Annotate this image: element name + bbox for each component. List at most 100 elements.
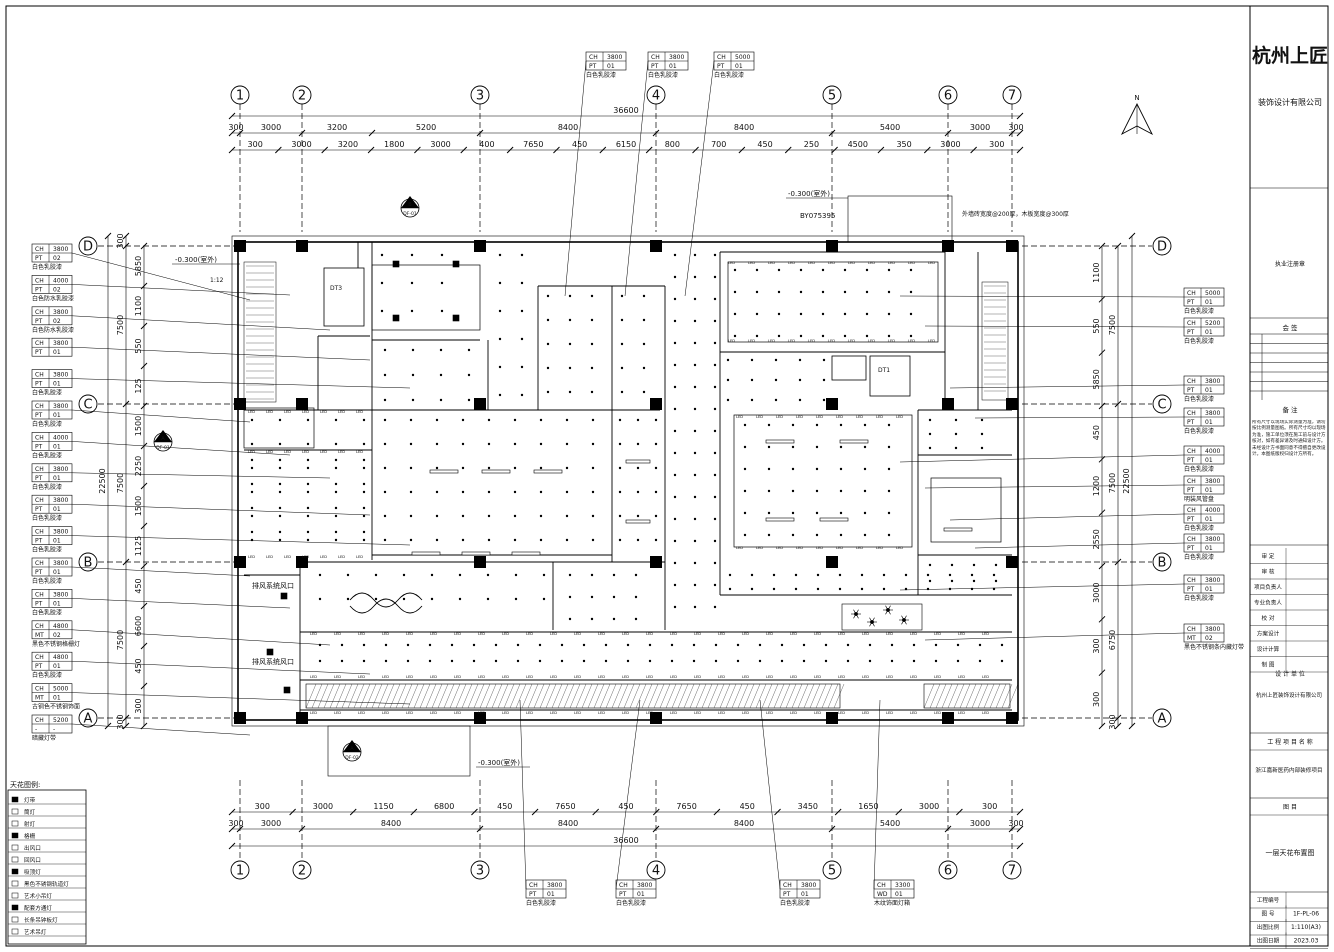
- led-strip-mark: LED: [888, 339, 895, 343]
- svg-text:PT: PT: [35, 443, 43, 450]
- downlight: [565, 418, 569, 422]
- downlight: [980, 432, 984, 436]
- sheet-border: [5, 5, 1329, 947]
- downlight: [673, 319, 677, 323]
- downlight: [334, 466, 338, 470]
- led-strip-mark: LED: [718, 632, 725, 636]
- svg-text:300: 300: [1008, 819, 1023, 828]
- led-strip-mark: LED: [320, 410, 327, 414]
- svg-text:MT: MT: [35, 695, 44, 702]
- downlight: [250, 514, 254, 518]
- downlight: [956, 643, 960, 647]
- downlight: [461, 418, 465, 422]
- downlight: [318, 573, 322, 577]
- downlight: [618, 538, 622, 542]
- downlight: [777, 268, 781, 272]
- svg-text:1: 1: [236, 864, 244, 879]
- downlight: [950, 579, 954, 583]
- downlight: [546, 318, 550, 322]
- led-strip-mark: LED: [742, 711, 749, 715]
- grid-bubble-4: 4: [646, 85, 666, 105]
- downlight: [928, 446, 932, 450]
- led-strip-mark: LED: [310, 632, 317, 636]
- downlight: [362, 490, 366, 494]
- downlight: [693, 539, 697, 543]
- downlight: [362, 643, 366, 647]
- downlight: [250, 490, 254, 494]
- svg-text:1125: 1125: [134, 536, 143, 556]
- downlight: [498, 281, 502, 285]
- legend-row: 回风口: [8, 856, 86, 865]
- svg-text:-: -: [53, 726, 55, 733]
- downlight: [954, 446, 958, 450]
- downlight: [568, 318, 572, 322]
- downlight: [568, 617, 572, 621]
- downlight: [673, 297, 677, 301]
- downlight: [956, 659, 960, 663]
- downlight: [693, 319, 697, 323]
- downlight: [713, 341, 717, 345]
- downlight: [565, 514, 569, 518]
- downlight: [843, 290, 847, 294]
- svg-text:C: C: [1157, 398, 1166, 413]
- downlight: [799, 290, 803, 294]
- svg-text:4500: 4500: [848, 140, 868, 149]
- linear-light: [625, 459, 651, 464]
- svg-text:黑色不锈钢条内藏灯带: 黑色不锈钢条内藏灯带: [1184, 643, 1244, 651]
- ceiling-legend: 天花图例: 灯带筒灯射灯格栅出风口回风口吸顶灯黑色不锈钢轨道灯艺术小吊灯配套方通…: [7, 780, 87, 945]
- svg-text:回风口: 回风口: [24, 857, 41, 864]
- svg-text:MT: MT: [35, 632, 44, 639]
- downlight: [634, 573, 638, 577]
- downlight: [865, 334, 869, 338]
- svg-text:白色乳胶漆: 白色乳胶漆: [32, 263, 62, 271]
- svg-text:300: 300: [116, 233, 125, 248]
- downlight: [634, 595, 638, 599]
- downlight: [406, 643, 410, 647]
- led-strip-mark: LED: [284, 555, 291, 559]
- downlight: [767, 511, 771, 515]
- downlight: [362, 538, 366, 542]
- svg-text:白色乳胶漆: 白色乳胶漆: [714, 71, 744, 79]
- downlight: [972, 579, 976, 583]
- structural-column: [826, 556, 838, 568]
- led-strip-mark: LED: [718, 675, 725, 679]
- structural-column: [234, 240, 246, 252]
- downlight: [380, 281, 384, 285]
- legend-row: 格栅: [8, 832, 86, 841]
- downlight: [435, 538, 439, 542]
- downlight: [604, 659, 608, 663]
- led-strip-mark: LED: [430, 675, 437, 679]
- downlight: [440, 309, 444, 313]
- svg-text:古铜色不锈钢饰面: 古铜色不锈钢饰面: [32, 703, 80, 711]
- downlight: [439, 373, 443, 377]
- downlight: [565, 538, 569, 542]
- downlight: [815, 489, 819, 493]
- title-block: 杭州上匠 装饰设计有限公司 执业注册章 会 签 备 注 所有尺寸以现场实际测量为…: [1250, 44, 1328, 949]
- downlight: [461, 490, 465, 494]
- svg-text:白色乳胶漆: 白色乳胶漆: [616, 899, 646, 907]
- downlight: [409, 514, 413, 518]
- downlight: [318, 597, 322, 601]
- downlight: [713, 363, 717, 367]
- svg-text:3450: 3450: [798, 802, 818, 811]
- svg-text:4000: 4000: [53, 277, 68, 284]
- downlight: [673, 385, 677, 389]
- downlight: [514, 573, 518, 577]
- svg-text:700: 700: [711, 140, 726, 149]
- downlight: [693, 385, 697, 389]
- downlight: [692, 643, 696, 647]
- svg-text:5000: 5000: [1205, 290, 1220, 297]
- downlight: [863, 489, 867, 493]
- drawing-title-label: 图 目: [1283, 804, 1297, 811]
- downlight: [728, 587, 732, 591]
- led-strip-mark: LED: [796, 415, 803, 419]
- entrance-code: BY075395: [800, 212, 835, 220]
- led-strip-mark: LED: [356, 555, 363, 559]
- led-strip-mark: LED: [478, 675, 485, 679]
- downlight: [334, 490, 338, 494]
